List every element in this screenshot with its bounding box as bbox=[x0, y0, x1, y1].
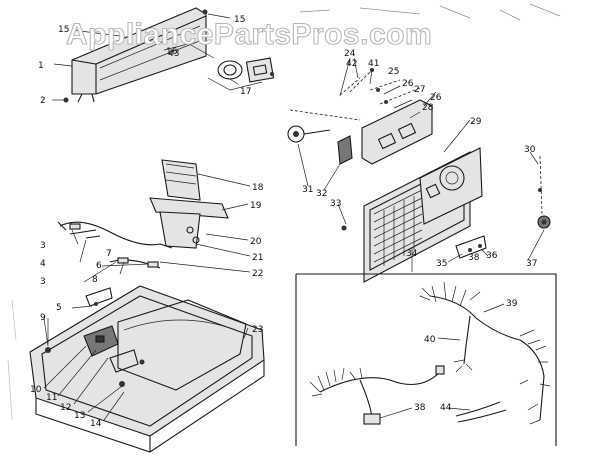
callout: 27 bbox=[414, 85, 425, 95]
callout: 10 bbox=[30, 385, 42, 395]
callout: 17 bbox=[240, 87, 251, 97]
callout: 36 bbox=[486, 251, 498, 261]
callout: 33 bbox=[330, 199, 341, 209]
callout: 22 bbox=[252, 269, 263, 279]
callout: 2 bbox=[40, 96, 46, 106]
callout: 38 bbox=[468, 253, 480, 263]
callout: 25 bbox=[388, 67, 399, 77]
callout: 37 bbox=[526, 259, 537, 269]
washer-top-cover bbox=[29, 285, 265, 453]
callout: 23 bbox=[252, 325, 263, 335]
callout: 5 bbox=[56, 303, 62, 313]
callout: 41 bbox=[368, 59, 379, 69]
callout: 29 bbox=[470, 117, 482, 127]
callout: 19 bbox=[250, 201, 262, 211]
callout: 43 bbox=[168, 49, 179, 59]
callout: 4 bbox=[40, 259, 46, 269]
callout-labels: 1 2 3 3 4 5 6 7 8 9 10 11 12 13 14 15 15… bbox=[30, 15, 537, 429]
callout: 40 bbox=[424, 335, 436, 345]
screw bbox=[202, 9, 208, 15]
callout: 13 bbox=[74, 411, 85, 421]
callout: 21 bbox=[252, 253, 263, 263]
lid-switch-bracket bbox=[149, 159, 229, 249]
callout: 35 bbox=[436, 259, 447, 269]
wire-harness-small bbox=[57, 221, 173, 269]
callout: 26 bbox=[402, 79, 414, 89]
callout: 14 bbox=[90, 419, 102, 429]
timer-assembly bbox=[207, 57, 275, 91]
callout: 16 bbox=[166, 47, 178, 57]
callout: 38 bbox=[414, 403, 426, 413]
watermark: AppliancePartsPros.com bbox=[66, 18, 432, 51]
callout: 3 bbox=[40, 277, 46, 287]
control-panel-top bbox=[63, 7, 208, 103]
callout: 6 bbox=[96, 261, 102, 271]
side-knob bbox=[537, 155, 551, 229]
callout: 34 bbox=[406, 249, 418, 259]
console-front-panel bbox=[363, 147, 483, 283]
callout: 30 bbox=[524, 145, 536, 155]
callout: 8 bbox=[92, 275, 98, 285]
callout: 44 bbox=[440, 403, 452, 413]
callout: 24 bbox=[344, 49, 356, 59]
callout: 15 bbox=[58, 25, 69, 35]
wiring-harness-inset bbox=[295, 273, 557, 446]
callout: 18 bbox=[252, 183, 264, 193]
screw bbox=[63, 97, 69, 103]
callout: 12 bbox=[60, 403, 71, 413]
callout: 31 bbox=[302, 185, 313, 195]
callout: 39 bbox=[506, 299, 518, 309]
callout: 28 bbox=[422, 103, 434, 113]
callout: 11 bbox=[46, 393, 57, 403]
callout: 42 bbox=[346, 59, 357, 69]
callout: 32 bbox=[316, 189, 327, 199]
switch-bracket-group bbox=[287, 68, 433, 165]
callout: 3 bbox=[40, 241, 46, 251]
leader-lines bbox=[43, 13, 545, 421]
callout: 1 bbox=[38, 61, 44, 71]
callout: 9 bbox=[40, 313, 46, 323]
hardware-screws bbox=[341, 225, 487, 259]
callout: 15 bbox=[234, 15, 245, 25]
callout: 20 bbox=[250, 237, 262, 247]
callout: 7 bbox=[106, 249, 112, 259]
scan-noise bbox=[7, 3, 561, 421]
callout: 26 bbox=[430, 93, 442, 103]
